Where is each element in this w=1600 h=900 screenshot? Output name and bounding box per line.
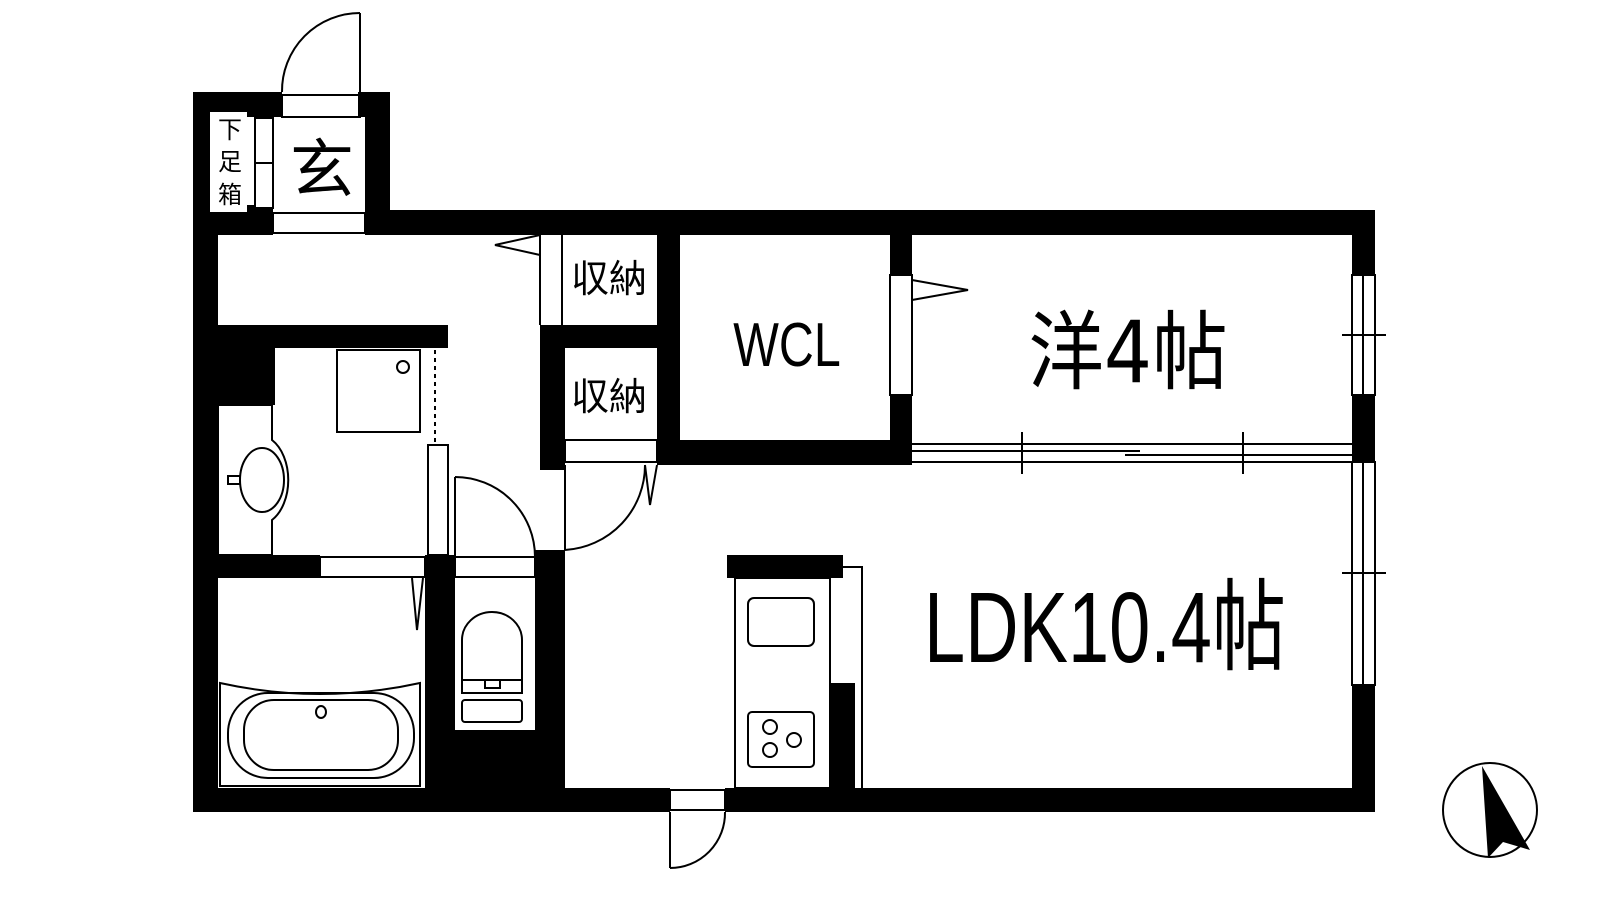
label-shoe-cabinet-1: 下 [218, 116, 242, 144]
toilet [454, 476, 536, 723]
walls [193, 92, 1375, 812]
sink-icon [747, 597, 815, 647]
label-wcl: WCL [733, 310, 840, 379]
windows [1342, 274, 1386, 686]
washroom-fixtures [217, 349, 449, 556]
label-shoe-cabinet-2: 足 [218, 148, 242, 176]
label-shoe-cabinet-3: 箱 [218, 181, 242, 209]
entrance-door [280, 12, 361, 118]
label-ldk: LDK10.4帖 [924, 571, 1286, 684]
label-storage-1: 収納 [571, 257, 647, 301]
label-western-room: 洋4帖 [1028, 303, 1228, 403]
washing-machine-icon [336, 349, 421, 433]
label-storage-2: 収納 [571, 375, 647, 419]
bathroom-fixtures [219, 556, 426, 787]
bathtub-icon [227, 692, 415, 779]
toilet-icon [461, 611, 523, 689]
sliding-partition [912, 432, 1352, 474]
balcony-door [669, 789, 727, 869]
stove-icon [747, 711, 815, 768]
wcl-door [889, 274, 969, 396]
kitchen [734, 566, 863, 789]
north-arrow-icon [1442, 762, 1538, 858]
label-entrance: 玄 [290, 134, 354, 208]
storage-doors [494, 234, 658, 551]
washbasin-icon [217, 404, 290, 556]
entrance-step [254, 117, 366, 234]
